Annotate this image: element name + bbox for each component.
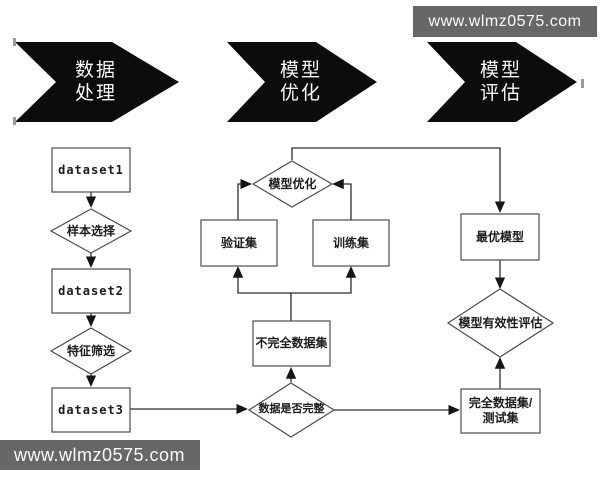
tick-mark (13, 117, 16, 125)
watermark-banner-top: www.wlmz0575.com (413, 6, 597, 37)
rect-nodes (51, 147, 541, 434)
watermark-url: www.wlmz0575.com (14, 444, 186, 465)
chevron-model-evaluation (427, 42, 577, 122)
node-training-set-box (312, 219, 390, 267)
node-feature-screening-diamond (49, 327, 133, 375)
node-dataset2-box (51, 268, 131, 314)
chevron-data-processing (15, 42, 179, 122)
tick-mark (13, 38, 16, 46)
selection-tick-marks (13, 38, 584, 125)
diamond-nodes (49, 160, 555, 438)
watermark-banner-bottom: www.wlmz0575.com (0, 440, 200, 470)
node-validation-set-box (200, 219, 278, 267)
connector-incomplete-to-validation-set (232, 266, 292, 321)
node-incomplete-dataset-box (252, 320, 331, 367)
node-sample-selection-diamond (49, 208, 133, 254)
watermark-url: www.wlmz0575.com (428, 12, 582, 30)
connector-optimization-to-optimal-model (291, 147, 506, 213)
process-banner-shapes (15, 42, 577, 122)
node-validity-eval-diamond (446, 288, 555, 358)
node-completeness-check-diamond (247, 382, 336, 438)
connector-incomplete-to-training-set (291, 266, 357, 294)
connector-validation-to-model-optimization (237, 178, 252, 220)
node-optimal-model-box (460, 213, 540, 261)
node-dataset1-box (51, 147, 131, 193)
chevron-model-optimization (227, 42, 377, 122)
tick-mark (581, 79, 584, 88)
node-dataset3-box (51, 387, 131, 433)
node-model-optimization-diamond (251, 160, 334, 208)
connectors (85, 147, 506, 416)
node-complete-dataset-box (460, 388, 541, 434)
connector-training-to-model-optimization (332, 178, 352, 220)
